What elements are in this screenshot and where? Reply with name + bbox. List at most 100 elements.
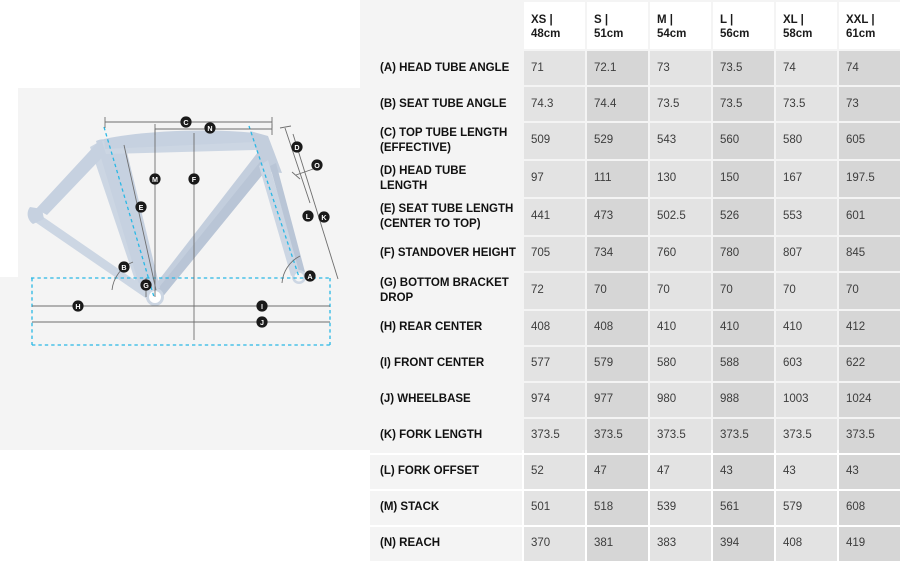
- cell-value: 373.5: [776, 418, 837, 453]
- marker-n-icon: N: [204, 122, 216, 134]
- cell-value: 73: [839, 87, 900, 121]
- cell-value: 988: [713, 382, 774, 417]
- cell-value: 410: [776, 310, 837, 345]
- marker-b-icon: B: [118, 261, 130, 273]
- cell-value: 601: [839, 198, 900, 235]
- marker-a-icon: A: [304, 270, 316, 282]
- cell-value: 70: [713, 272, 774, 309]
- marker-f-icon: F: [188, 173, 200, 185]
- row-label: (H) REAR CENTER: [370, 310, 522, 345]
- cell-value: 518: [587, 490, 648, 525]
- cell-value: 408: [776, 526, 837, 561]
- row-label: (M) STACK: [370, 490, 522, 525]
- row-label: (K) FORK LENGTH: [370, 418, 522, 453]
- cell-value: 70: [587, 272, 648, 309]
- cell-value: 780: [713, 236, 774, 271]
- marker-h-icon: H: [72, 300, 84, 312]
- svg-text:K: K: [321, 213, 327, 222]
- cell-value: 373.5: [524, 418, 585, 453]
- svg-text:C: C: [183, 118, 188, 127]
- cell-value: 760: [650, 236, 711, 271]
- row-label: (B) SEAT TUBE ANGLE: [370, 87, 522, 121]
- svg-text:E: E: [139, 203, 144, 212]
- cell-value: 73.5: [776, 87, 837, 121]
- cell-value: 734: [587, 236, 648, 271]
- cell-value: 150: [713, 160, 774, 197]
- cell-value: 579: [776, 490, 837, 525]
- row-label: (N) REACH: [370, 526, 522, 561]
- row-label: (A) HEAD TUBE ANGLE: [370, 51, 522, 85]
- row-label: (C) TOP TUBE LENGTH (EFFECTIVE): [370, 123, 522, 159]
- cell-value: 408: [524, 310, 585, 345]
- cell-value: 70: [776, 272, 837, 309]
- cell-value: 608: [839, 490, 900, 525]
- cell-value: 70: [650, 272, 711, 309]
- svg-text:I: I: [261, 302, 263, 311]
- cell-value: 419: [839, 526, 900, 561]
- column-header-s: S | 51cm: [587, 2, 648, 49]
- column-header-l: L | 56cm: [713, 2, 774, 49]
- cell-value: 408: [587, 310, 648, 345]
- cell-value: 373.5: [650, 418, 711, 453]
- cell-value: 72: [524, 272, 585, 309]
- svg-text:G: G: [143, 281, 149, 290]
- cell-value: 502.5: [650, 198, 711, 235]
- cell-value: 383: [650, 526, 711, 561]
- cell-value: 603: [776, 346, 837, 381]
- svg-text:N: N: [207, 124, 212, 133]
- cell-value: 130: [650, 160, 711, 197]
- cell-value: 579: [587, 346, 648, 381]
- cell-value: 622: [839, 346, 900, 381]
- marker-d-icon: D: [291, 141, 303, 153]
- row-label: (G) BOTTOM BRACKET DROP: [370, 272, 522, 309]
- marker-e-icon: E: [135, 201, 147, 213]
- cell-value: 580: [776, 123, 837, 159]
- cell-value: 373.5: [587, 418, 648, 453]
- svg-text:D: D: [294, 143, 299, 152]
- table-corner-cell: [370, 2, 522, 49]
- column-header-m: M | 54cm: [650, 2, 711, 49]
- cell-value: 977: [587, 382, 648, 417]
- svg-text:J: J: [260, 318, 264, 327]
- svg-text:M: M: [152, 175, 158, 184]
- cell-value: 560: [713, 123, 774, 159]
- column-header-xxl: XXL | 61cm: [839, 2, 900, 49]
- cell-value: 410: [650, 310, 711, 345]
- cell-value: 473: [587, 198, 648, 235]
- cell-value: 529: [587, 123, 648, 159]
- column-header-xs: XS | 48cm: [524, 2, 585, 49]
- marker-j-icon: J: [256, 316, 268, 328]
- cell-value: 43: [713, 454, 774, 489]
- cell-value: 167: [776, 160, 837, 197]
- cell-value: 74: [839, 51, 900, 85]
- marker-o-icon: O: [311, 159, 323, 171]
- cell-value: 197.5: [839, 160, 900, 197]
- guide-lines: [31, 125, 331, 346]
- cell-value: 47: [587, 454, 648, 489]
- cell-value: 553: [776, 198, 837, 235]
- cell-value: 845: [839, 236, 900, 271]
- cell-value: 111: [587, 160, 648, 197]
- column-header-xl: XL | 58cm: [776, 2, 837, 49]
- row-label: (E) SEAT TUBE LENGTH (CENTER TO TOP): [370, 198, 522, 235]
- cell-value: 605: [839, 123, 900, 159]
- cell-value: 47: [650, 454, 711, 489]
- cell-value: 71: [524, 51, 585, 85]
- cell-value: 74: [776, 51, 837, 85]
- cell-value: 501: [524, 490, 585, 525]
- svg-text:H: H: [75, 302, 80, 311]
- cell-value: 43: [776, 454, 837, 489]
- marker-g-icon: G: [140, 279, 152, 291]
- svg-text:O: O: [314, 161, 320, 170]
